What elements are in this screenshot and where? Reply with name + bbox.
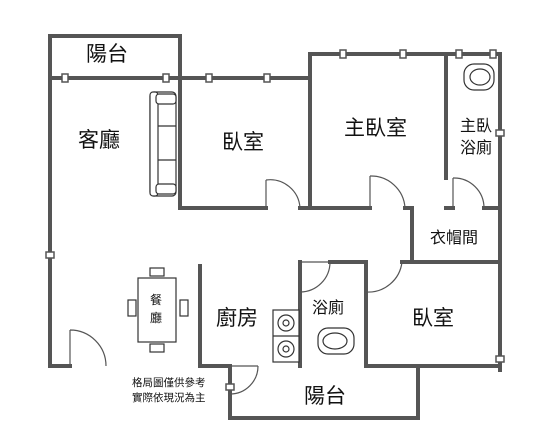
room-label-balcony-bottom: 陽台: [304, 384, 346, 408]
room-label-bathroom: 浴廁: [312, 298, 345, 317]
room-label-master-bath-line2: 浴廁: [460, 138, 493, 157]
dining-table-icon: [127, 267, 189, 353]
room-label-dining-line1: 餐: [150, 293, 163, 307]
disclaimer-line-1: 格局圖僅供參考: [132, 377, 206, 389]
room-label-bedroom-2: 臥室: [412, 306, 454, 330]
toilet-icon: [317, 327, 355, 355]
walls: [48, 34, 502, 420]
room-label-master-bedroom: 主臥室: [344, 116, 407, 140]
room-label-bedroom-1: 臥室: [222, 130, 264, 154]
room-label-living-room: 客廳: [78, 128, 120, 152]
room-label-master-bath-line1: 主臥: [460, 116, 493, 135]
room-label-closet: 衣帽間: [430, 228, 479, 247]
room-label-dining-line2: 廳: [150, 311, 163, 325]
disclaimer-line-2: 實際依現況為主: [132, 392, 206, 404]
windows: [45, 49, 505, 391]
doors: [69, 175, 485, 395]
room-label-balcony-top: 陽台: [86, 42, 128, 66]
room-label-kitchen: 廚房: [216, 306, 258, 330]
stove-icon: [272, 309, 300, 363]
sofa-icon: [149, 91, 177, 197]
toilet-icon: [463, 63, 495, 91]
